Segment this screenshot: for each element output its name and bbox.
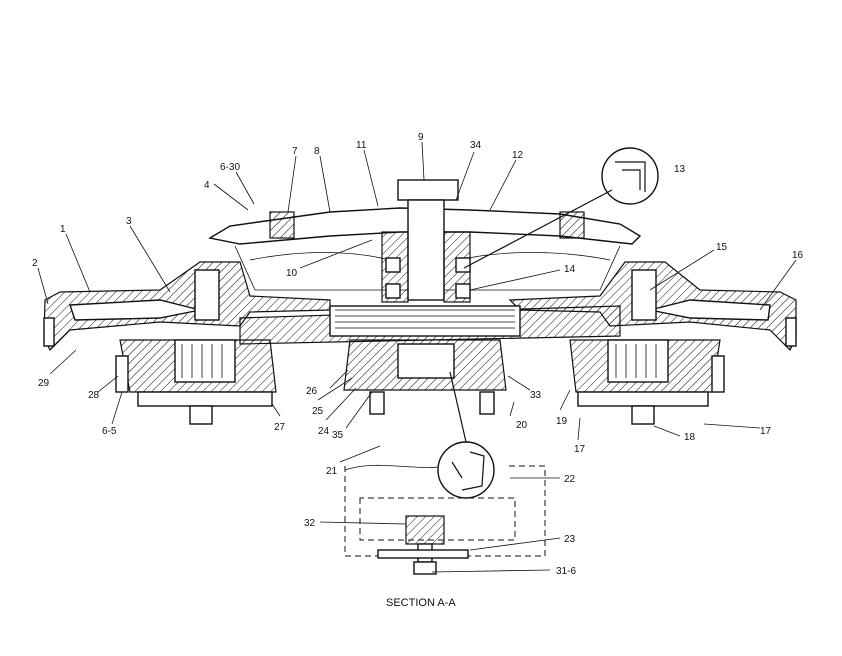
callout-29: 29 xyxy=(38,378,50,389)
callout-13: 13 xyxy=(674,164,686,175)
callout-7: 7 xyxy=(292,146,298,157)
right-hub xyxy=(569,269,725,425)
callout-18: 18 xyxy=(684,432,696,443)
callout-35: 35 xyxy=(332,430,344,441)
callout-17a: 17 xyxy=(574,444,586,455)
callout-9: 9 xyxy=(418,132,424,143)
center-spindle xyxy=(381,179,471,303)
callout-3: 3 xyxy=(126,216,132,227)
callout-34: 34 xyxy=(470,140,482,151)
callout-22: 22 xyxy=(564,474,576,485)
callout-19: 19 xyxy=(556,416,568,427)
callout-4: 4 xyxy=(204,180,210,191)
callout-26: 26 xyxy=(306,386,318,397)
detail-view xyxy=(344,463,546,575)
callout-17b: 17 xyxy=(760,426,772,437)
callout-8: 8 xyxy=(314,146,320,157)
callout-25: 25 xyxy=(312,406,324,417)
callout-27: 27 xyxy=(274,422,286,433)
section-caption: SECTION A-A xyxy=(386,597,456,609)
callout-11: 11 xyxy=(356,140,367,151)
zoom-circle-top xyxy=(463,147,659,269)
drive-shaft xyxy=(239,305,621,345)
callout-labels: 1 2 3 4 6-30 7 8 9 10 11 12 13 14 15 16 … xyxy=(32,132,804,577)
callout-14: 14 xyxy=(564,264,576,275)
callout-15: 15 xyxy=(716,242,728,253)
left-hub xyxy=(115,269,277,425)
callout-31-6: 31-6 xyxy=(556,566,576,577)
callout-21: 21 xyxy=(326,466,338,477)
callout-10: 10 xyxy=(286,268,298,279)
callout-24: 24 xyxy=(318,426,330,437)
center-bearing xyxy=(343,339,507,415)
leader-lines xyxy=(37,141,797,573)
callout-20: 20 xyxy=(516,420,528,431)
callout-32: 32 xyxy=(304,518,316,529)
callout-23: 23 xyxy=(564,534,576,545)
callout-6-5: 6-5 xyxy=(102,426,117,437)
callout-12: 12 xyxy=(512,150,524,161)
zoom-circle-bottom xyxy=(437,371,495,499)
callout-28: 28 xyxy=(88,390,100,401)
callout-16: 16 xyxy=(792,250,804,261)
callout-6-30: 6-30 xyxy=(220,162,240,173)
callout-33: 33 xyxy=(530,390,542,401)
callout-2: 2 xyxy=(32,258,38,269)
callout-1: 1 xyxy=(60,224,66,235)
